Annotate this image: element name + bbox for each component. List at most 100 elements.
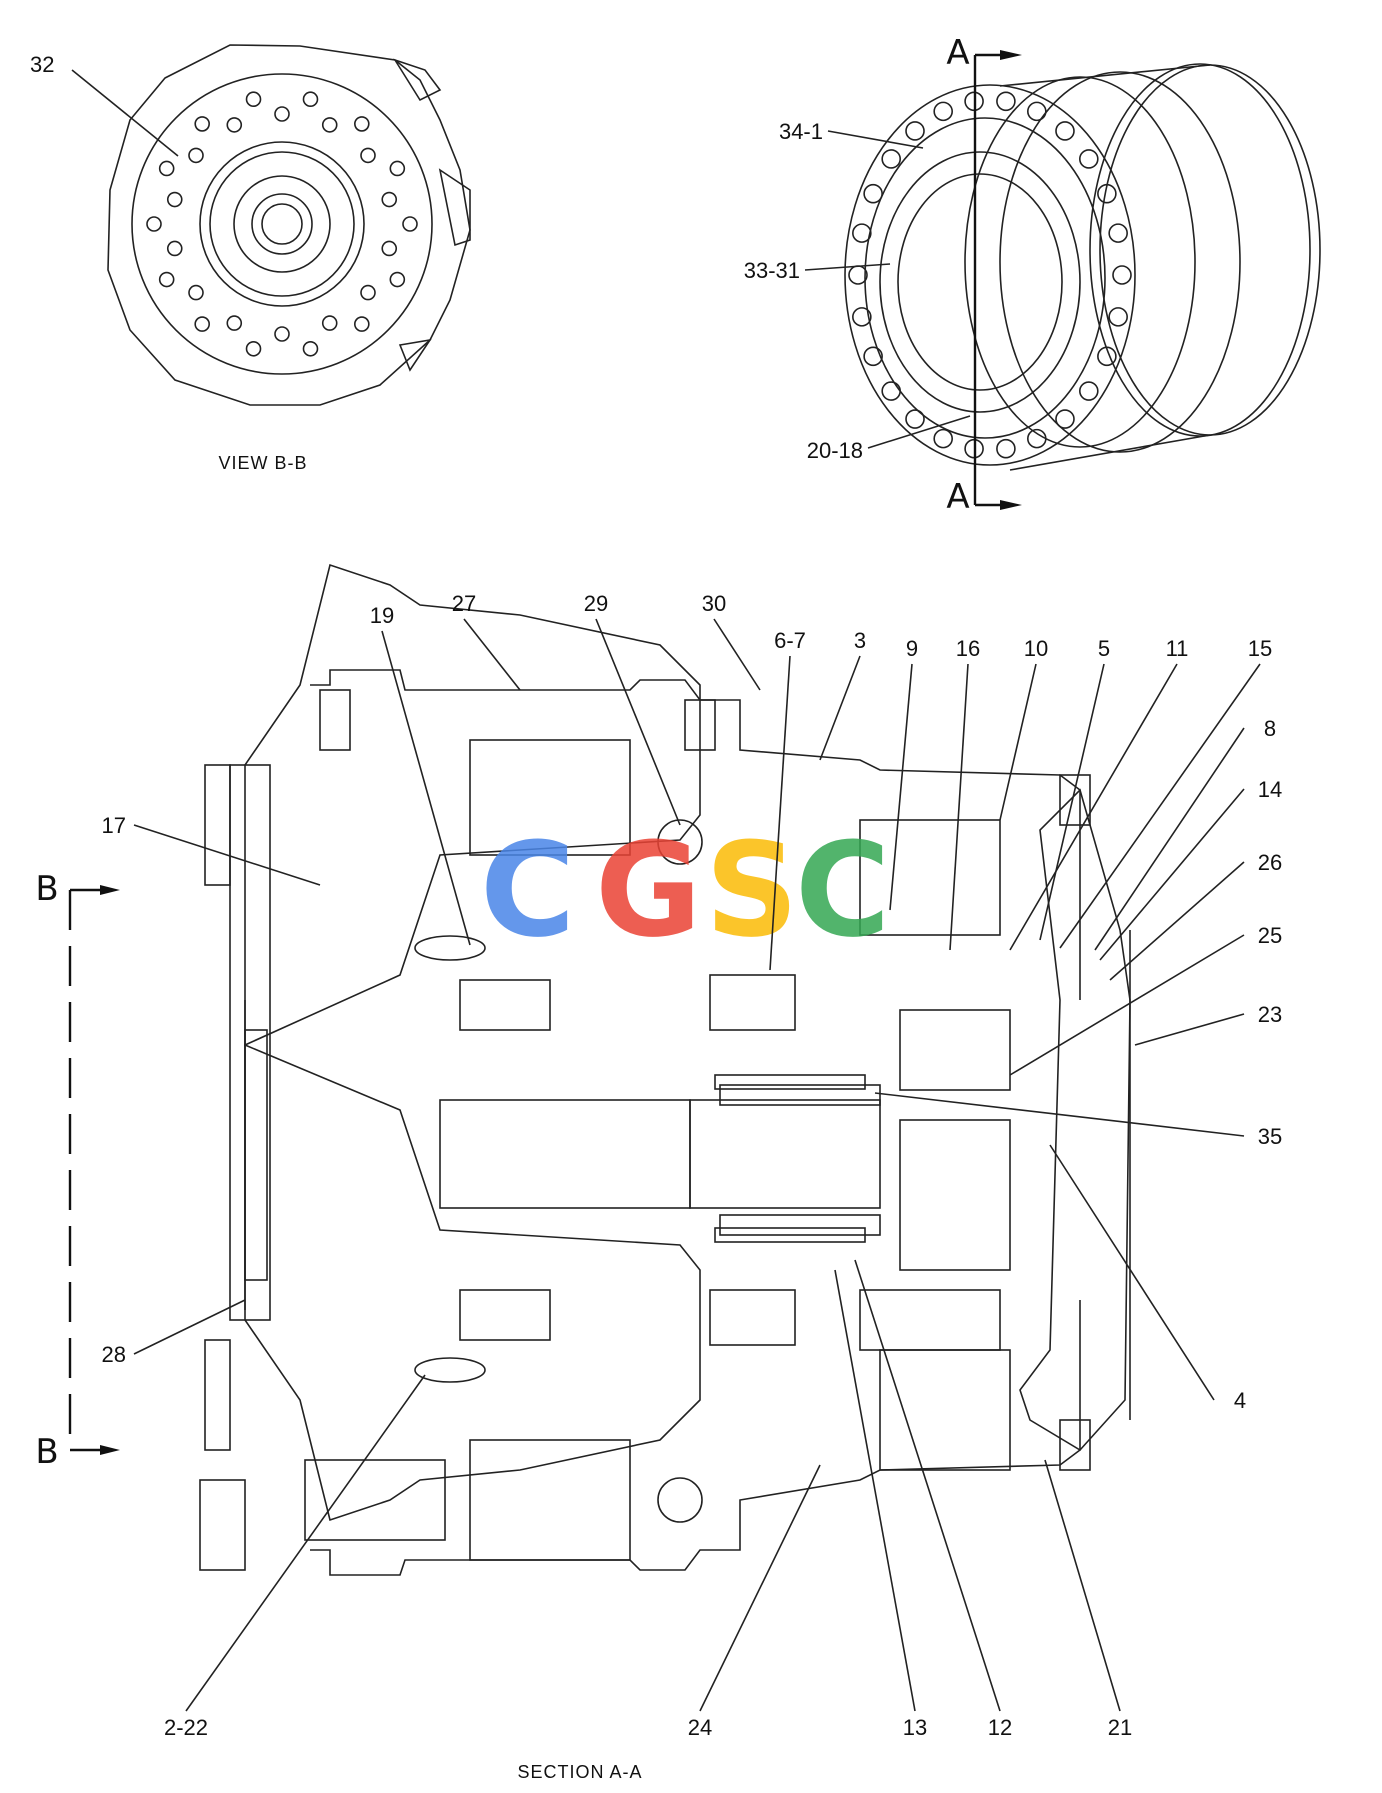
bolt-hole <box>381 240 398 257</box>
watermark-letter: S <box>705 814 799 966</box>
watermark: C G S C <box>480 814 890 966</box>
bolt-hole <box>321 315 338 331</box>
leader-15 <box>1059 663 1261 949</box>
callout-34-1: 34-1 <box>779 119 823 144</box>
flange-bolt <box>933 101 953 122</box>
leader-2-22 <box>185 1374 426 1712</box>
bolt-hole <box>402 216 418 232</box>
leader-13 <box>834 1269 916 1712</box>
flange-bolt <box>1112 265 1132 285</box>
leader-21 <box>1044 1459 1121 1712</box>
leader-20-18 <box>867 415 971 449</box>
leader-29 <box>595 618 681 826</box>
callout-17: 17 <box>102 813 126 838</box>
bolt-hole <box>389 160 406 177</box>
bolt-hole <box>274 326 290 342</box>
callout-29: 29 <box>584 591 608 616</box>
callout-2-22: 2-22 <box>164 1715 208 1740</box>
flange-bolt <box>933 428 953 449</box>
flange-bolt <box>996 91 1016 112</box>
leader-17 <box>133 824 321 886</box>
callout-26: 26 <box>1258 850 1282 875</box>
view-mark-bb <box>68 885 120 1455</box>
bolt-hole <box>226 117 243 133</box>
flange-bolt <box>1108 223 1128 243</box>
callout-12: 12 <box>988 1715 1012 1740</box>
leader-14 <box>1099 788 1245 961</box>
bolt-hole <box>302 91 319 108</box>
callout-33-31: 33-31 <box>744 258 800 283</box>
leader-34-1 <box>827 130 924 149</box>
flange-bolt <box>852 223 872 243</box>
watermark-letter: C <box>480 814 575 966</box>
callout-15: 15 <box>1248 636 1272 661</box>
flange-bolt <box>1079 149 1099 169</box>
bolt-hole <box>354 116 370 132</box>
callout-4: 4 <box>1234 1388 1246 1413</box>
bolt-hole <box>245 340 262 357</box>
leader-4 <box>1049 1144 1215 1401</box>
leader-24 <box>699 1464 821 1712</box>
leader-35 <box>874 1092 1245 1137</box>
iso-view-drawing <box>844 50 1321 510</box>
leader-27 <box>463 618 521 691</box>
leader-26 <box>1109 861 1245 981</box>
bolt-hole <box>226 315 243 331</box>
bolt-hole <box>146 216 162 232</box>
callout-32: 32 <box>30 52 54 77</box>
bolt-hole <box>360 147 376 164</box>
bolt-hole <box>194 116 210 132</box>
watermark-letter: G <box>595 814 702 966</box>
flange-bolt <box>1079 381 1099 401</box>
bolt-hole <box>245 91 262 108</box>
section-aa-drawing <box>199 563 1131 1576</box>
callout-35: 35 <box>1258 1124 1282 1149</box>
flange-bolt <box>1027 101 1047 122</box>
watermark-letter: C <box>795 814 890 966</box>
callout-3: 3 <box>854 628 866 653</box>
callout-20-18: 20-18 <box>807 438 863 463</box>
bolt-hole <box>158 271 175 288</box>
leader-3 <box>819 655 861 761</box>
view-bb-drawing <box>107 44 471 406</box>
callout-8: 8 <box>1264 716 1276 741</box>
leader-12 <box>854 1259 1001 1712</box>
callout-28: 28 <box>102 1342 126 1367</box>
flange-bolt <box>1097 346 1117 367</box>
leader-9 <box>889 663 913 911</box>
bolt-hole <box>354 316 370 332</box>
section-aa-caption: SECTION A-A <box>517 1762 642 1782</box>
callout-19: 19 <box>370 603 394 628</box>
bolt-hole <box>166 191 183 208</box>
bolt-hole <box>389 271 406 288</box>
view-mark-b-top: B <box>35 869 58 909</box>
bolt-hole <box>158 160 175 177</box>
leader-6-7 <box>769 655 791 971</box>
callout-23: 23 <box>1258 1002 1282 1027</box>
leader-10 <box>999 663 1037 821</box>
bolt-hole <box>188 147 204 164</box>
leader-16 <box>949 663 969 951</box>
callout-10: 10 <box>1024 636 1048 661</box>
bolt-hole <box>360 284 376 301</box>
flange-bolt <box>1027 428 1047 449</box>
flange-bolt <box>881 381 901 401</box>
flange-bolt <box>1055 121 1075 141</box>
flange-bolt <box>996 438 1016 459</box>
leader-23 <box>1134 1013 1245 1046</box>
callout-27: 27 <box>452 591 476 616</box>
leader-19 <box>381 630 471 946</box>
flange-bolt <box>1097 183 1117 204</box>
leader-8 <box>1094 727 1245 951</box>
flange-bolt <box>1055 409 1075 429</box>
callout-6-7: 6-7 <box>774 628 806 653</box>
flange-bolt <box>863 346 883 367</box>
view-bb-caption: VIEW B-B <box>218 453 307 473</box>
bolt-hole <box>194 316 210 332</box>
leader-11 <box>1009 663 1178 951</box>
callout-24: 24 <box>688 1715 712 1740</box>
bolt-hole <box>302 340 319 357</box>
callout-21: 21 <box>1108 1715 1132 1740</box>
